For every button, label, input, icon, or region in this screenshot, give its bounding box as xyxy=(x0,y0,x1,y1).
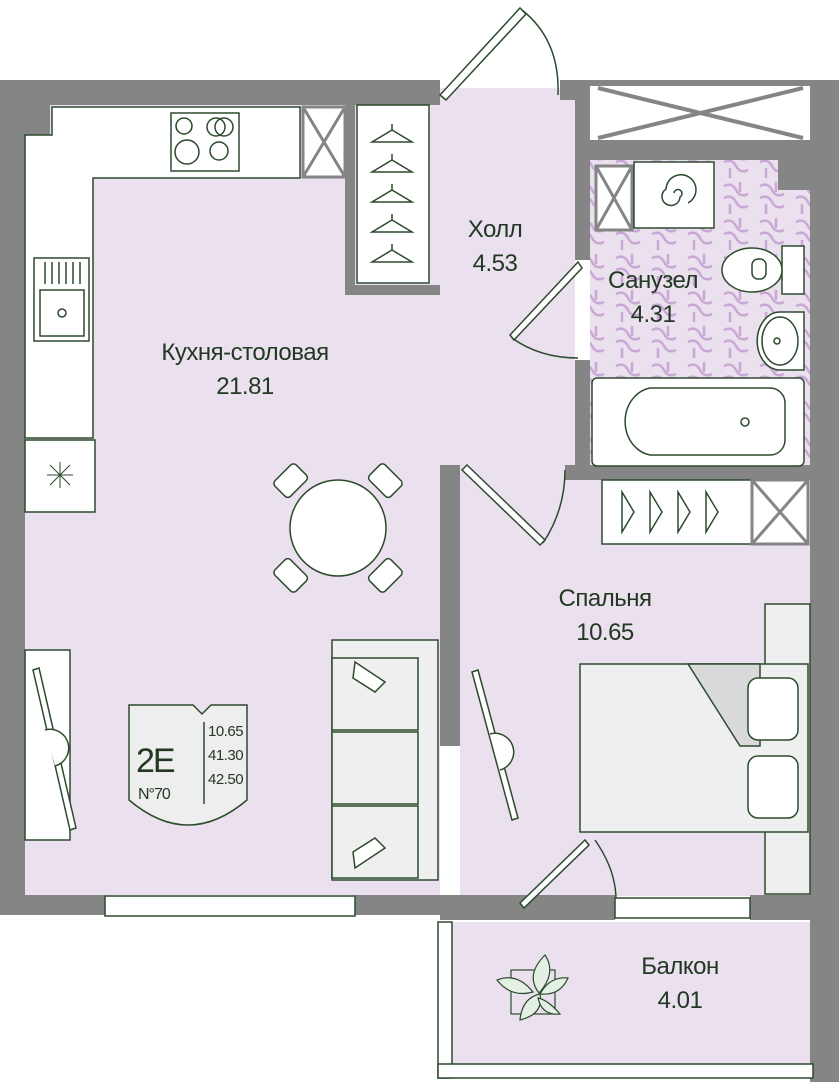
apartment-badge: 2E N°70 10.65 41.30 42.50 xyxy=(128,700,248,832)
room-label-hall: Холл 4.53 xyxy=(440,213,550,281)
room-label-bathroom: Санузел 4.31 xyxy=(588,264,718,332)
entrance-door[interactable] xyxy=(438,6,559,102)
bedroom-tv xyxy=(471,669,519,821)
room-name: Спальня xyxy=(558,585,652,612)
apartment-type: 2E xyxy=(136,742,176,780)
badge-shape xyxy=(128,704,248,826)
bed xyxy=(579,603,811,895)
room-name: Балкон xyxy=(641,953,719,980)
toilet-icon xyxy=(721,245,805,295)
sofa xyxy=(331,639,439,881)
kitchen-window xyxy=(104,895,356,917)
room-area: 4.01 xyxy=(657,987,703,1014)
apartment-areas: 10.65 41.30 42.50 xyxy=(208,720,244,792)
bedroom-window xyxy=(614,897,751,919)
hall-wardrobe xyxy=(356,104,430,284)
living-area: 10.65 xyxy=(208,723,244,740)
room-area: 4.31 xyxy=(630,301,676,328)
room-name: Холл xyxy=(467,216,523,243)
total-area: 41.30 xyxy=(208,747,244,764)
tv-unit xyxy=(24,649,77,841)
walls xyxy=(0,80,839,1082)
room-label-bedroom: Спальня 10.65 xyxy=(530,582,680,650)
sink-icon xyxy=(33,257,90,342)
room-area: 10.65 xyxy=(576,619,634,646)
room-label-kitchen: Кухня-столовая 21.81 xyxy=(120,336,370,404)
balcony-door[interactable] xyxy=(518,838,617,910)
room-name: Санузел xyxy=(608,267,699,294)
bedroom-wardrobe xyxy=(601,478,810,546)
dining-table xyxy=(273,463,403,593)
spiral-icon xyxy=(661,174,697,207)
room-area: 4.53 xyxy=(472,250,518,277)
room-name: Кухня-столовая xyxy=(161,339,329,366)
balcony-floor xyxy=(452,922,814,1072)
plant-icon xyxy=(496,954,569,1021)
total-area-with-balcony: 42.50 xyxy=(208,771,244,788)
bathtub-icon xyxy=(591,377,805,467)
hall-floor xyxy=(432,88,575,478)
apartment-number: N°70 xyxy=(138,786,171,803)
bathroom-door[interactable] xyxy=(509,260,583,359)
bedroom-door[interactable] xyxy=(460,463,566,547)
stove-icon xyxy=(170,112,240,172)
washbasin-icon xyxy=(756,311,805,371)
room-label-balcony: Балкон 4.01 xyxy=(610,950,750,1018)
room-area: 21.81 xyxy=(216,373,274,400)
balcony-railing xyxy=(437,921,814,1079)
washing-machine xyxy=(633,161,715,229)
